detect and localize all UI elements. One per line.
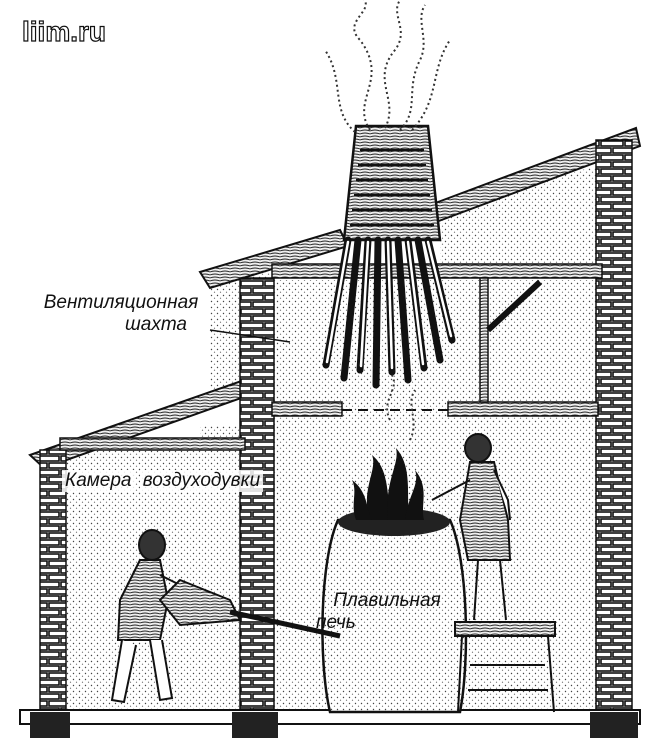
watermark-logo: liim.ru	[21, 15, 107, 47]
label-blower-line1: Камера	[62, 470, 135, 492]
label-furnace-line2: печь	[316, 612, 356, 633]
label-ventilation-line1: Вентиляционная	[43, 292, 199, 313]
ventilation-shaft	[322, 124, 456, 389]
label-furnace-line1: Плавильная	[333, 590, 441, 611]
furnace-worker	[431, 433, 556, 713]
bellows-operator	[110, 529, 341, 704]
label-blower-chamber: Камера воздуходувки	[62, 470, 264, 492]
smoke	[324, 0, 451, 441]
brick-walls	[39, 139, 633, 716]
smelting-furnace	[321, 448, 468, 714]
label-ventilation-line2: шахта	[124, 314, 188, 335]
label-blower-line2: воздуходувки	[139, 470, 264, 492]
leader-lines	[209, 329, 291, 343]
label-smelting-furnace: Плавильная печь	[310, 590, 464, 634]
label-ventilation-shaft: Вентиляционная шахта	[8, 292, 234, 336]
